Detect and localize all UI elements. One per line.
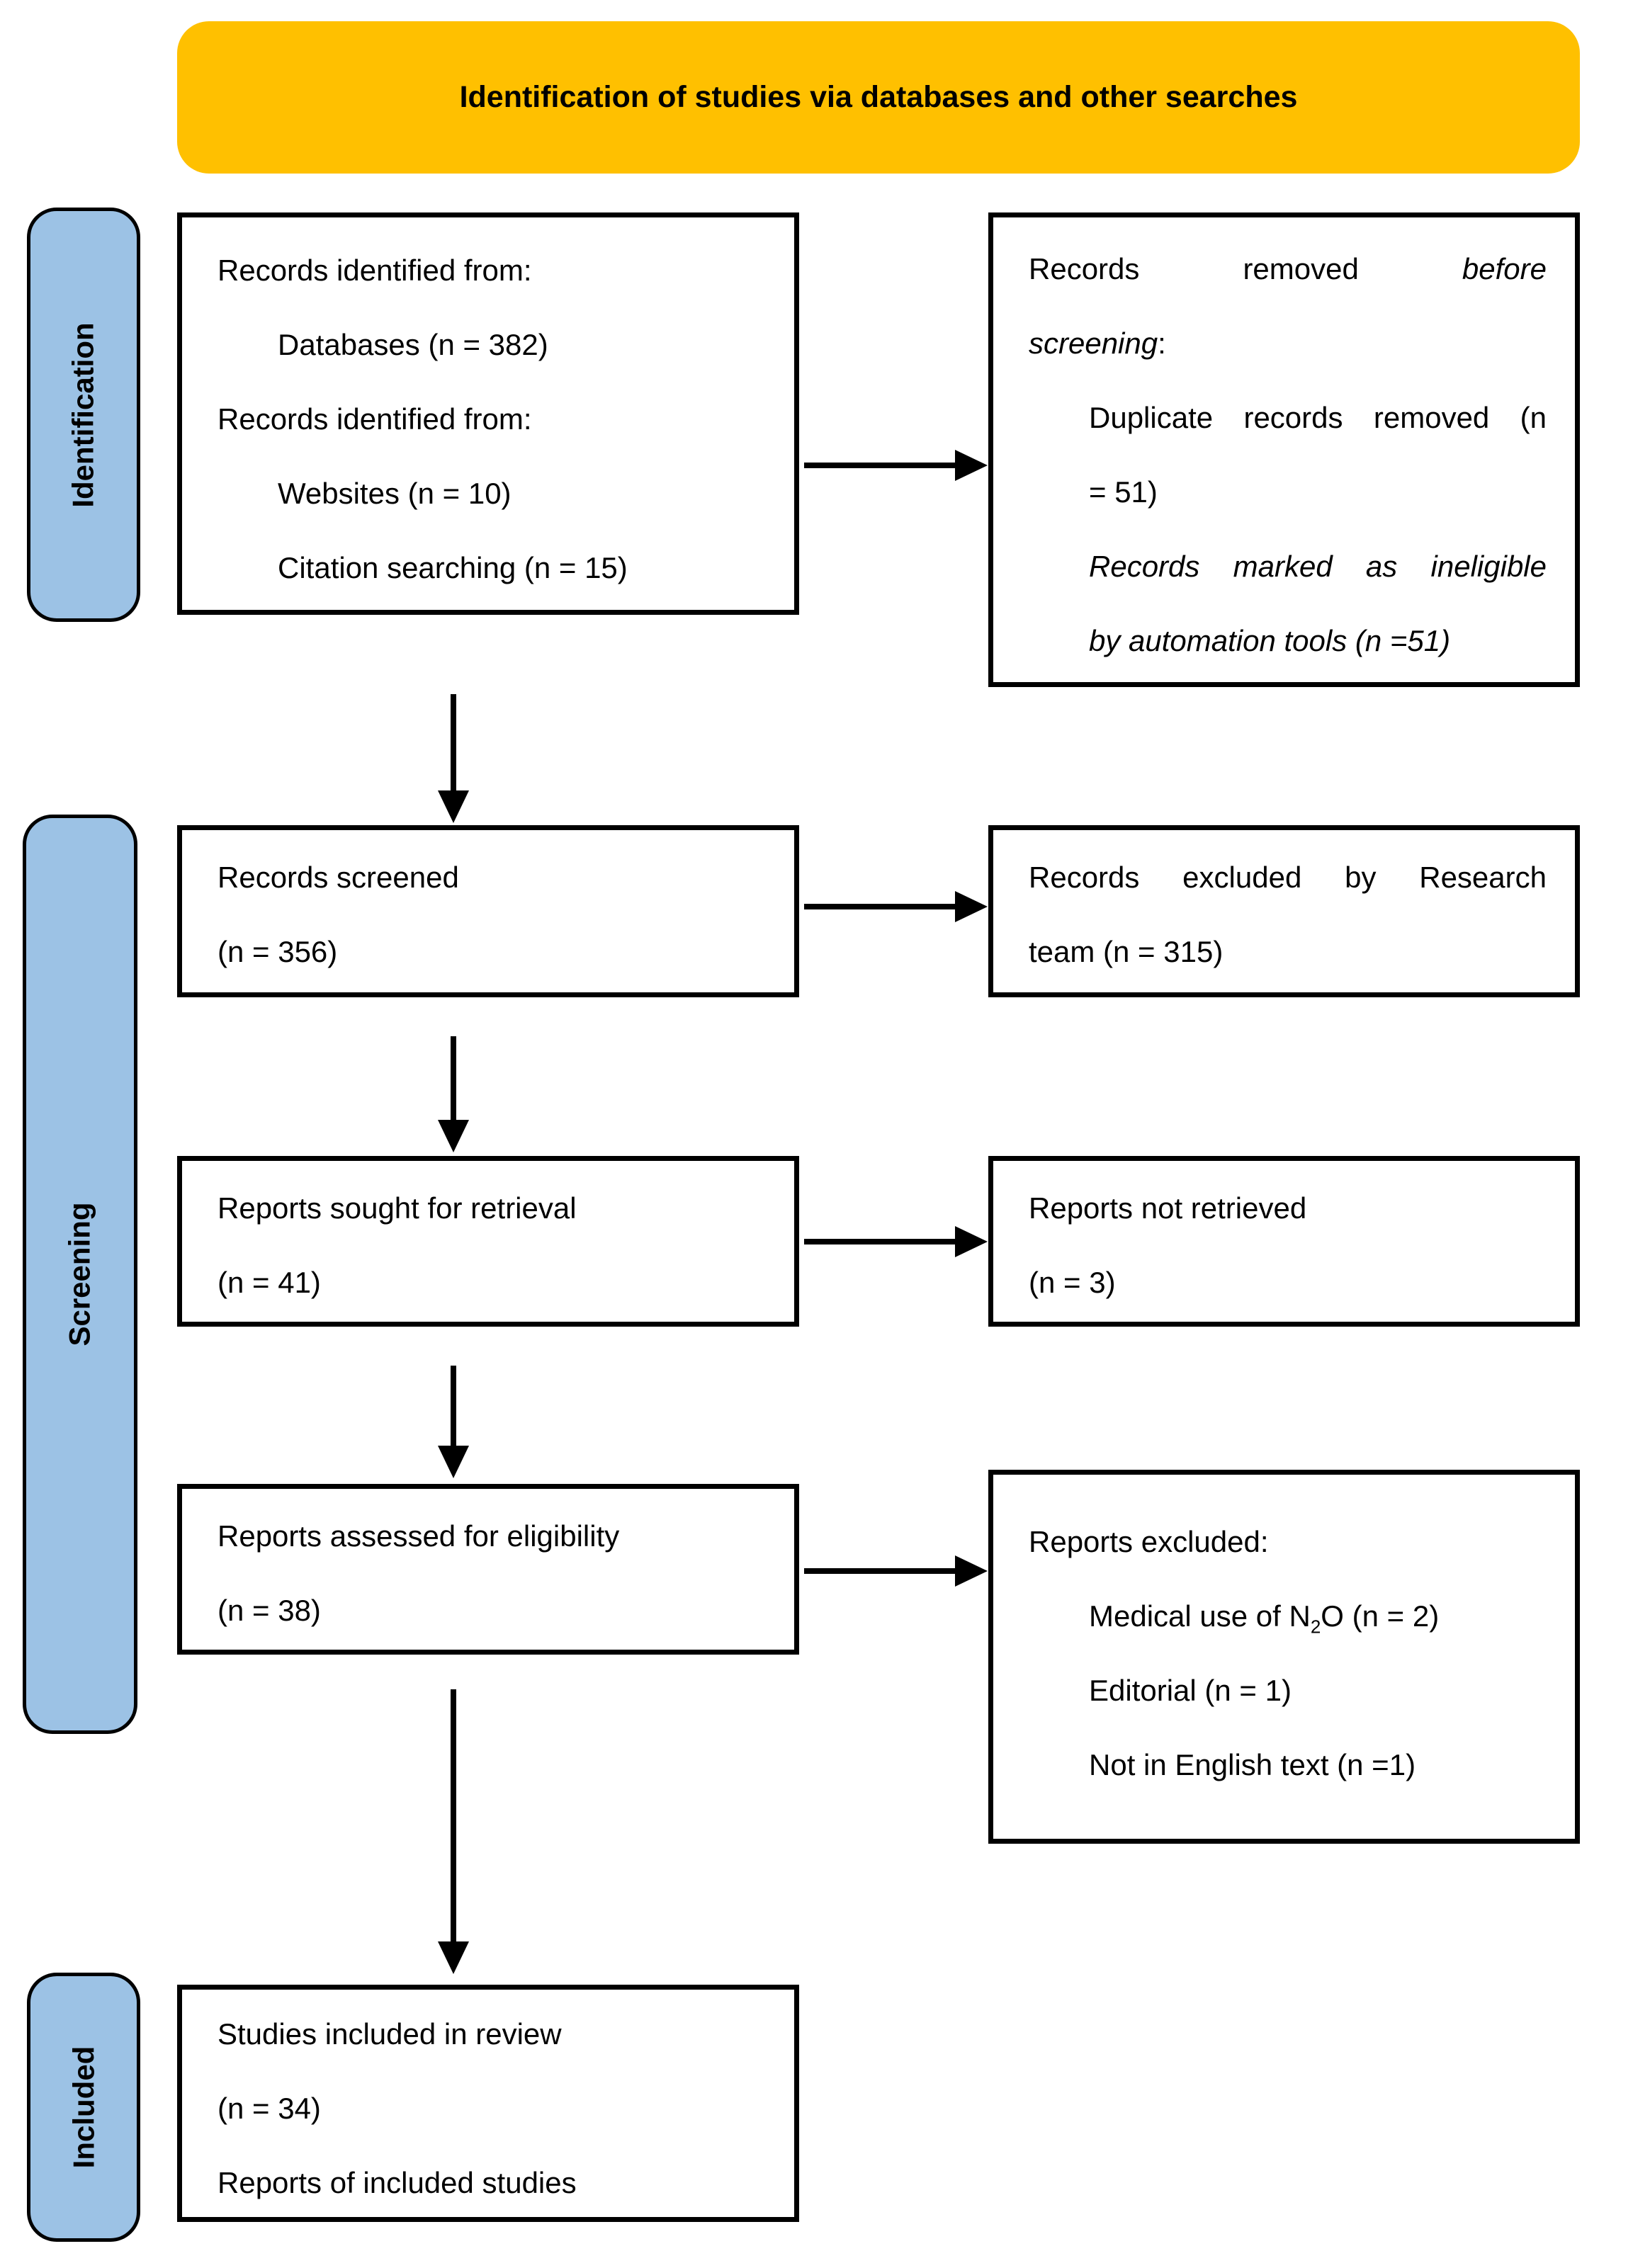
box-records-excluded: Records excluded by Research team (n = 31… xyxy=(988,825,1580,997)
box-text-segment: (n = 38) xyxy=(217,1594,321,1627)
box-reports-not-retrieved: Reports not retrieved (n = 3) xyxy=(988,1156,1580,1327)
box-text-segment: Reports excluded: xyxy=(1029,1525,1269,1558)
box-text-segment: Citation searching (n = 15) xyxy=(278,551,628,584)
box-text-line: Records identified from: xyxy=(217,233,766,307)
box-text-segment: team (n = 315) xyxy=(1029,935,1224,968)
box-text-segment: by automation tools (n =51) xyxy=(1089,624,1451,657)
arrow-line xyxy=(451,694,456,792)
box-text-line: Reports of included studies xyxy=(217,2145,766,2220)
box-text-segment: Records excluded by Research xyxy=(1029,861,1547,894)
arrow-line xyxy=(451,1036,456,1121)
arrowhead-right-icon xyxy=(955,1226,988,1257)
box-text-segment: screening xyxy=(1029,327,1158,360)
box-text-segment: Databases (n = 382) xyxy=(278,328,548,361)
box-reports-assessed: Reports assessed for eligibility (n = 38) xyxy=(177,1484,799,1655)
arrow-line xyxy=(804,1239,956,1244)
box-text-line: Records excluded by Research xyxy=(1029,840,1547,914)
box-text-line: team (n = 315) xyxy=(1029,914,1547,989)
arrow-line xyxy=(804,1568,956,1574)
box-text-segment: Medical use of N xyxy=(1089,1599,1311,1633)
box-text-line: Reports assessed for eligibility xyxy=(217,1499,766,1573)
box-reports-sought: Reports sought for retrieval (n = 41) xyxy=(177,1156,799,1327)
box-text-segment: Duplicate records removed (n xyxy=(1089,401,1547,434)
box-text-segment: (n = 356) xyxy=(217,935,338,968)
box-text-line: (n = 38) xyxy=(217,1573,766,1648)
arrow-line xyxy=(451,1366,456,1447)
box-text-line: (n = 3) xyxy=(1029,1245,1547,1320)
box-text-segment: 2 xyxy=(1310,1616,1321,1638)
box-reports-excluded: Reports excluded: Medical use of N2O (n =… xyxy=(988,1470,1580,1844)
arrowhead-right-icon xyxy=(955,1555,988,1587)
box-text-line: Medical use of N2O (n = 2) xyxy=(1029,1579,1547,1653)
box-text-segment: Reports assessed for eligibility xyxy=(217,1519,620,1553)
arrowhead-down-icon xyxy=(438,1941,469,1974)
box-text-segment: : xyxy=(1158,327,1166,360)
arrowhead-right-icon xyxy=(955,891,988,922)
box-text-segment: Reports not retrieved xyxy=(1029,1191,1307,1225)
arrowhead-down-icon xyxy=(438,1446,469,1478)
box-text-line: Reports sought for retrieval xyxy=(217,1171,766,1245)
box-text-segment: Records identified from: xyxy=(217,402,532,436)
box-text-segment: Reports of included studies xyxy=(217,2166,577,2199)
stage-screening: Screening xyxy=(23,815,137,1734)
arrowhead-down-icon xyxy=(438,790,469,823)
box-text-line: Citation searching (n = 15) xyxy=(217,531,766,605)
box-text-line: Reports excluded: xyxy=(1029,1504,1547,1579)
box-text-segment: (n = 41) xyxy=(217,1266,321,1299)
box-text-line: Databases (n = 382) xyxy=(217,307,766,382)
box-text-line: Websites (n = 10) xyxy=(217,456,766,531)
stage-included-label: Included xyxy=(67,2046,100,2169)
diagram-title: Identification of studies via databases … xyxy=(459,80,1298,114)
arrowhead-down-icon xyxy=(438,1120,469,1152)
arrowhead-right-icon xyxy=(955,450,988,481)
box-text-segment: Not in English text (n =1) xyxy=(1089,1748,1416,1781)
stage-identification-label: Identification xyxy=(67,322,100,508)
box-text-segment: Records removed xyxy=(1029,252,1462,285)
box-text-line: (n = 41) xyxy=(217,1245,766,1320)
box-text-segment: Studies included in review xyxy=(217,2017,562,2051)
box-text-line: Records marked as ineligible xyxy=(1029,529,1547,603)
box-text-line: Not in English text (n =1) xyxy=(1029,1728,1547,1802)
diagram-header-banner: Identification of studies via databases … xyxy=(177,21,1580,174)
stage-identification: Identification xyxy=(27,208,140,622)
box-text-segment: Records marked as ineligible xyxy=(1089,550,1547,583)
box-text-line: Duplicate records removed (n xyxy=(1029,380,1547,455)
box-text-segment: Records identified from: xyxy=(217,254,532,287)
box-text-segment: = 51) xyxy=(1089,475,1158,509)
stage-included: Included xyxy=(27,1973,140,2242)
box-text-segment: Records screened xyxy=(217,861,459,894)
box-text-line: screening: xyxy=(1029,306,1547,380)
box-text-line: Reports not retrieved xyxy=(1029,1171,1547,1245)
box-text-line: Records identified from: xyxy=(217,382,766,456)
box-text-line: (n = 356) xyxy=(217,914,766,989)
arrow-line xyxy=(451,1689,456,1943)
box-text-segment: O (n = 2) xyxy=(1321,1599,1440,1633)
arrow-line xyxy=(804,463,956,468)
box-text-line: Records screened xyxy=(217,840,766,914)
box-text-line: Studies included in review xyxy=(217,1997,766,2071)
box-text-line: Editorial (n = 1) xyxy=(1029,1653,1547,1728)
stage-screening-label: Screening xyxy=(63,1202,97,1346)
box-text-segment: Editorial (n = 1) xyxy=(1089,1674,1292,1707)
box-text-line: Records removed before xyxy=(1029,232,1547,306)
box-text-line: = 51) xyxy=(1029,455,1547,529)
box-records-screened: Records screened (n = 356) xyxy=(177,825,799,997)
box-text-segment: Websites (n = 10) xyxy=(278,477,512,510)
box-text-line: (n = 34) xyxy=(217,2071,766,2145)
box-text-segment: before xyxy=(1462,252,1547,285)
box-text-segment: (n = 34) xyxy=(217,2092,321,2125)
box-text-line: by automation tools (n =51) xyxy=(1029,603,1547,678)
box-text-segment: Reports sought for retrieval xyxy=(217,1191,577,1225)
box-records-identified: Records identified from: Databases (n = 3… xyxy=(177,212,799,615)
box-text-segment: (n = 3) xyxy=(1029,1266,1116,1299)
box-studies-included: Studies included in review (n = 34) Report… xyxy=(177,1985,799,2222)
arrow-line xyxy=(804,904,956,909)
